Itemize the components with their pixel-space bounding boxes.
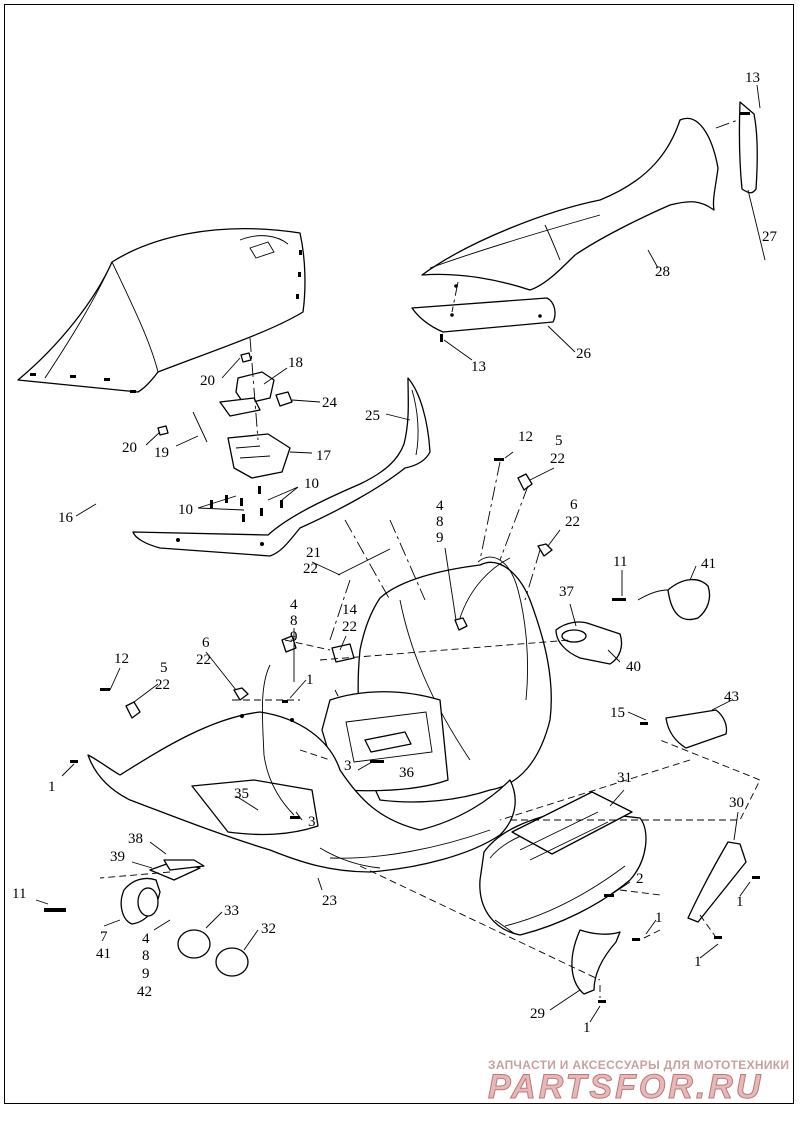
callout-10: 10 [304, 476, 319, 492]
callout-18: 18 [288, 355, 303, 371]
callout-12: 12 [114, 651, 129, 667]
callout-22: 22 [550, 451, 565, 467]
callout-42: 42 [137, 984, 152, 1000]
callout-5: 5 [160, 660, 168, 676]
callout-28: 28 [655, 264, 670, 280]
callout-1: 1 [736, 894, 744, 910]
callout-13: 13 [471, 359, 486, 375]
callout-35: 35 [234, 786, 249, 802]
callout-19: 19 [154, 445, 169, 461]
callout-22: 22 [155, 677, 170, 693]
windshield-trim [132, 377, 431, 557]
turn-signals [120, 579, 711, 977]
callout-23: 23 [322, 893, 337, 909]
callout-15: 15 [610, 705, 625, 721]
callout-37: 37 [559, 584, 575, 600]
callout-36: 36 [399, 765, 415, 781]
callout-29: 29 [530, 1006, 545, 1022]
callout-20: 20 [200, 373, 215, 389]
lower-fairing [87, 711, 516, 873]
callout-7: 7 [100, 929, 108, 945]
callout-1: 1 [48, 779, 56, 795]
alignment-lines [99, 119, 761, 998]
leader-lines [35, 84, 766, 1023]
callout-1: 1 [655, 910, 663, 926]
callout-2: 2 [636, 871, 644, 887]
callout-11: 11 [613, 554, 627, 570]
callout-17: 17 [316, 448, 332, 464]
callout-1: 1 [583, 1020, 591, 1036]
callout-22: 22 [196, 652, 211, 668]
callout-26: 26 [576, 346, 592, 362]
windshield [17, 228, 306, 393]
callout-22: 22 [565, 514, 580, 530]
callout-27: 27 [762, 229, 778, 245]
callout-4: 4 [290, 597, 298, 613]
callout-labels: 13 27 28 26 13 18 24 25 20 20 19 17 10 1… [12, 70, 778, 1036]
callout-33: 33 [224, 903, 239, 919]
diagram-border [4, 4, 794, 1104]
callout-12: 12 [518, 429, 533, 445]
callout-8: 8 [142, 948, 150, 964]
callout-1: 1 [306, 672, 314, 688]
callout-9: 9 [290, 629, 298, 645]
callout-24: 24 [322, 395, 338, 411]
callout-14: 14 [342, 602, 358, 618]
inner-panel [321, 691, 449, 792]
callout-4: 4 [142, 931, 150, 947]
watermark-logo: PARTSFOR.RU [487, 1068, 764, 1107]
side-brackets [571, 709, 747, 995]
callout-8: 8 [436, 514, 444, 530]
callout-6: 6 [202, 635, 210, 651]
callout-10: 10 [178, 502, 193, 518]
callout-21: 21 [306, 545, 321, 561]
callout-31: 31 [617, 770, 632, 786]
callout-41: 41 [96, 946, 111, 962]
callout-30: 30 [729, 795, 744, 811]
callout-9: 9 [436, 530, 444, 546]
callout-40: 40 [626, 659, 641, 675]
callout-20: 20 [122, 440, 137, 456]
callout-16: 16 [58, 510, 74, 526]
callout-41: 41 [701, 556, 716, 572]
callout-38: 38 [128, 831, 143, 847]
callout-5: 5 [555, 433, 563, 449]
fairing-cap [411, 101, 758, 333]
callout-22: 22 [303, 561, 318, 577]
callout-4: 4 [436, 498, 444, 514]
callout-9: 9 [142, 966, 150, 982]
watermark-tagline: ЗАПЧАСТИ И АКСЕССУАРЫ ДЛЯ МОТОТЕХНИКИ [488, 1058, 790, 1072]
callout-39: 39 [110, 849, 125, 865]
headlamp [479, 791, 647, 936]
callout-6: 6 [570, 497, 578, 513]
callout-25: 25 [365, 408, 380, 424]
callout-11: 11 [12, 886, 26, 902]
callout-32: 32 [261, 921, 276, 937]
callout-13: 13 [745, 70, 760, 86]
callout-3: 3 [344, 758, 352, 774]
callout-3: 3 [308, 814, 316, 830]
callout-8: 8 [290, 613, 298, 629]
callout-43: 43 [724, 689, 739, 705]
mount-assembly [157, 352, 293, 522]
callout-22: 22 [342, 619, 357, 635]
callout-1: 1 [694, 954, 702, 970]
